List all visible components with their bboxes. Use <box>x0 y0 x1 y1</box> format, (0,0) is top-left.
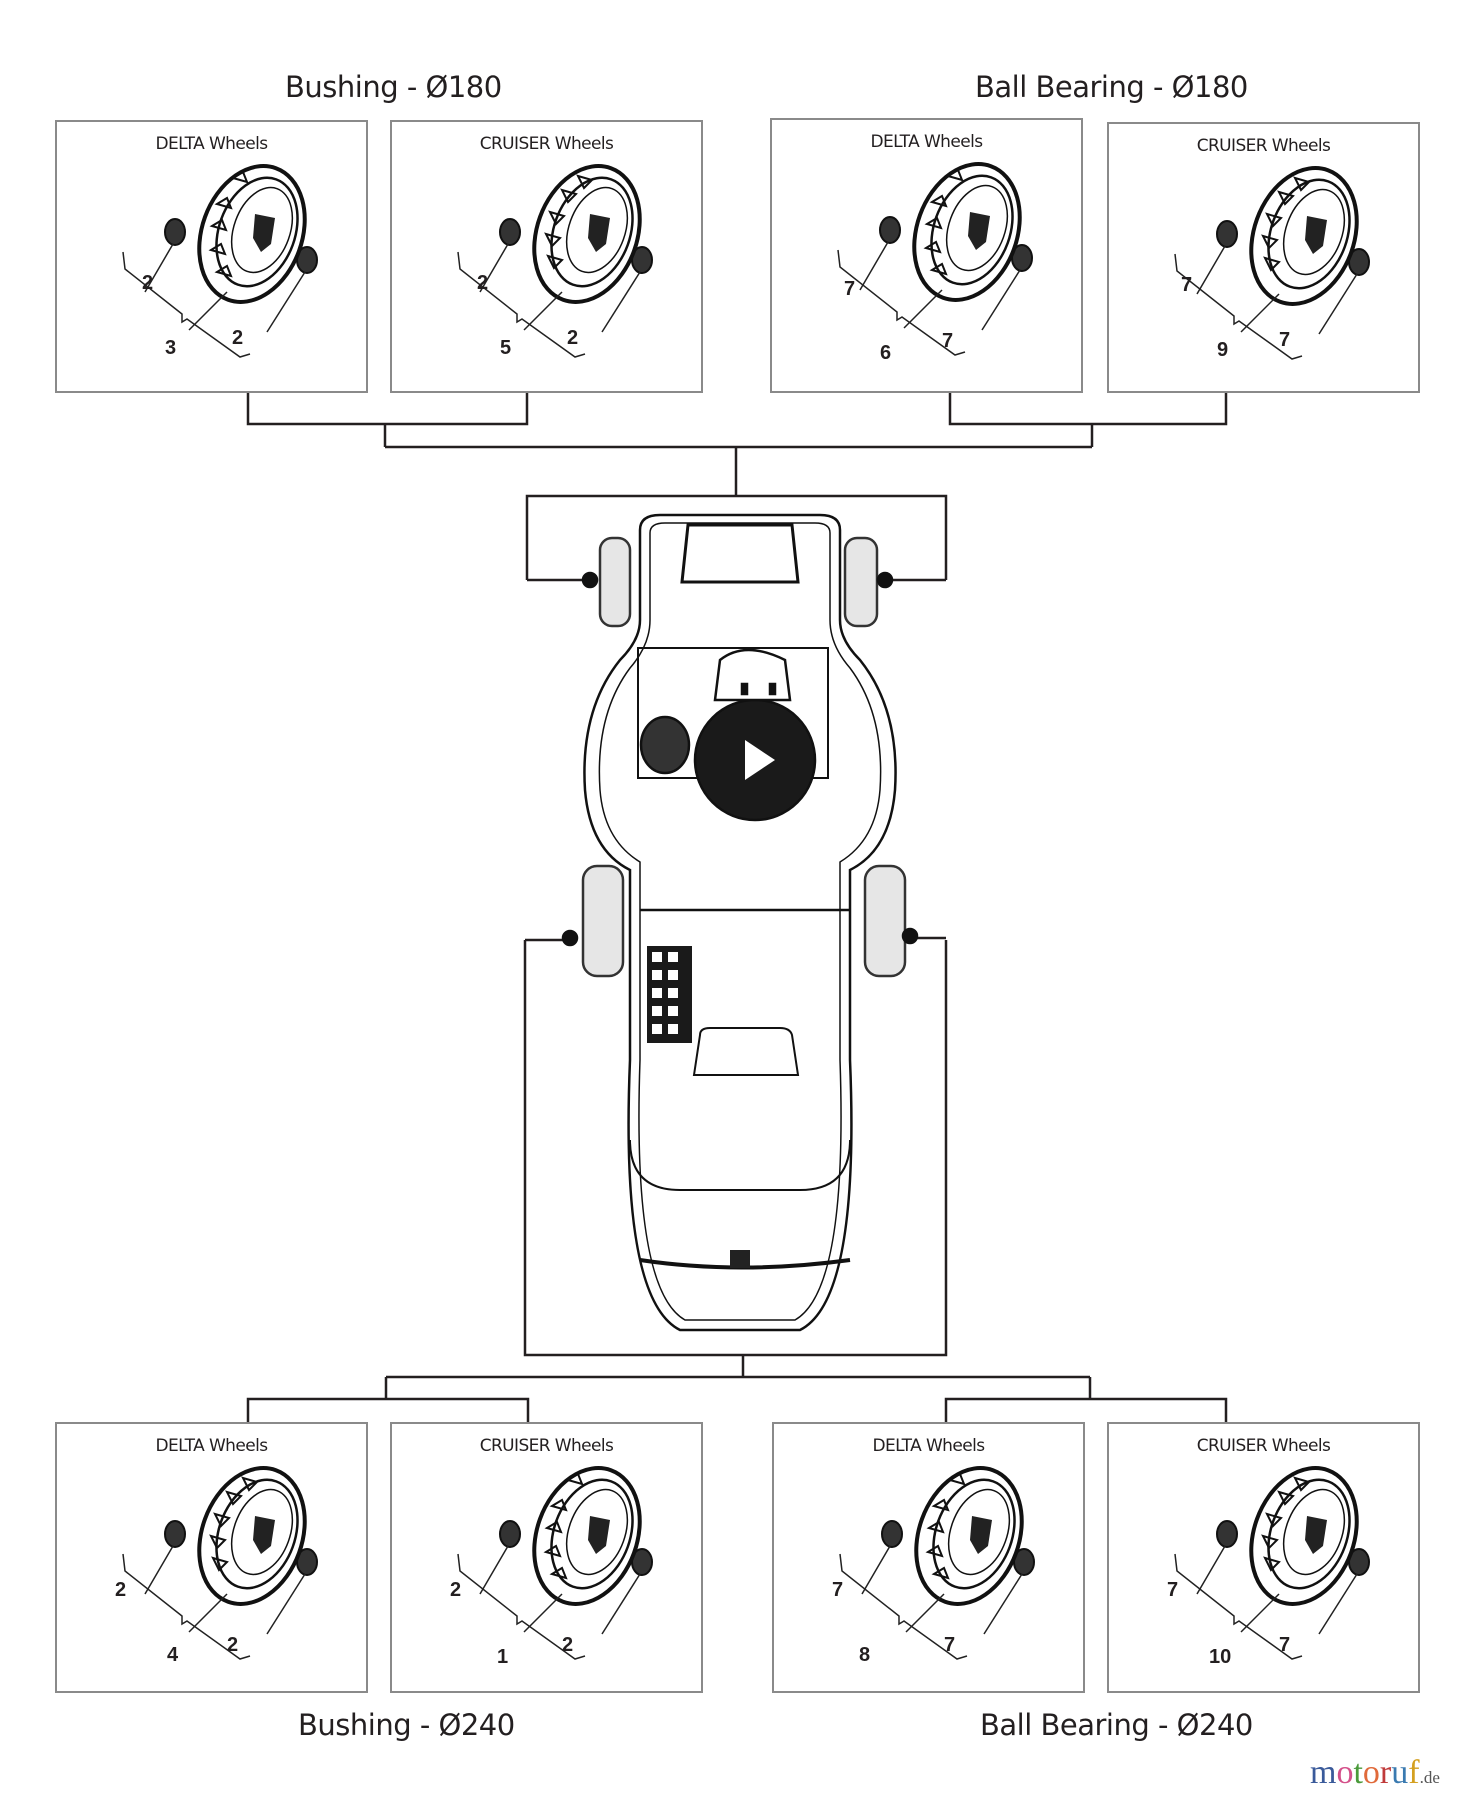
panel-title: CRUISER Wheels <box>1196 136 1331 156</box>
callout-right: 2 <box>227 1634 239 1656</box>
group-title-bushing-240: Bushing - Ø240 <box>298 1708 515 1742</box>
panel-bushing-180-delta[interactable]: DELTA Wheels 2 2 3 <box>55 120 368 393</box>
callout-assembly: 10 <box>1209 1646 1232 1668</box>
callout-left: 7 <box>1181 274 1193 296</box>
panel-title: CRUISER Wheels <box>479 1436 614 1456</box>
callout-left: 2 <box>142 272 154 294</box>
panel-bushing-180-cruiser[interactable]: CRUISER Wheels 2 2 5 <box>390 120 703 393</box>
watermark-tld: .de <box>1419 1768 1440 1787</box>
panel-bushing-240-delta[interactable]: DELTA Wheels 2 2 4 <box>55 1422 368 1693</box>
watermark-letter: m <box>1310 1754 1337 1791</box>
panel-title: DELTA Wheels <box>155 134 269 154</box>
callout-left: 2 <box>115 1579 127 1601</box>
watermark-letter: f <box>1408 1754 1420 1791</box>
group-title-ball-bearing-240: Ball Bearing - Ø240 <box>980 1708 1253 1742</box>
callout-assembly: 1 <box>497 1646 509 1668</box>
group-title-bushing-180: Bushing - Ø180 <box>285 70 502 104</box>
watermark-letter: r <box>1379 1754 1392 1791</box>
callout-right: 2 <box>567 327 579 349</box>
callout-right: 2 <box>562 1634 574 1656</box>
callout-assembly: 9 <box>1217 339 1229 361</box>
callout-assembly: 5 <box>500 337 512 359</box>
watermark-letter: t <box>1353 1754 1363 1791</box>
callout-assembly: 8 <box>859 1644 871 1666</box>
panel-ball-bearing-240-cruiser[interactable]: CRUISER Wheels 7 7 10 <box>1107 1422 1420 1693</box>
callout-assembly: 4 <box>167 1644 179 1666</box>
callout-left: 2 <box>477 272 489 294</box>
watermark-letter: u <box>1391 1754 1409 1791</box>
callout-right: 7 <box>1279 329 1291 351</box>
panel-ball-bearing-240-delta[interactable]: DELTA Wheels 7 7 8 <box>772 1422 1085 1693</box>
callout-right: 7 <box>942 330 954 352</box>
callout-assembly: 3 <box>165 337 177 359</box>
mower-top-view <box>561 513 919 1332</box>
motoruf-watermark-logo: motoruf.de <box>1310 1754 1440 1792</box>
callout-left: 2 <box>450 1579 462 1601</box>
watermark-letter: o <box>1336 1754 1354 1791</box>
panel-title: CRUISER Wheels <box>479 134 614 154</box>
callout-right: 2 <box>232 327 244 349</box>
callout-right: 7 <box>1279 1634 1291 1656</box>
panel-ball-bearing-180-cruiser[interactable]: CRUISER Wheels 7 7 9 <box>1107 122 1420 393</box>
panel-title: CRUISER Wheels <box>1196 1436 1331 1456</box>
panel-title: DELTA Wheels <box>870 132 984 152</box>
connector-lines <box>246 393 1228 1422</box>
panel-title: DELTA Wheels <box>155 1436 269 1456</box>
group-title-ball-bearing-180: Ball Bearing - Ø180 <box>975 70 1248 104</box>
watermark-letter: o <box>1362 1754 1380 1791</box>
callout-assembly: 6 <box>880 342 892 364</box>
panel-bushing-240-cruiser[interactable]: CRUISER Wheels 2 2 1 <box>390 1422 703 1693</box>
callout-left: 7 <box>832 1579 844 1601</box>
callout-left: 7 <box>1167 1579 1179 1601</box>
callout-right: 7 <box>944 1634 956 1656</box>
panel-title: DELTA Wheels <box>872 1436 986 1456</box>
callout-left: 7 <box>844 278 856 300</box>
panel-ball-bearing-180-delta[interactable]: DELTA Wheels 7 7 6 <box>770 118 1083 393</box>
